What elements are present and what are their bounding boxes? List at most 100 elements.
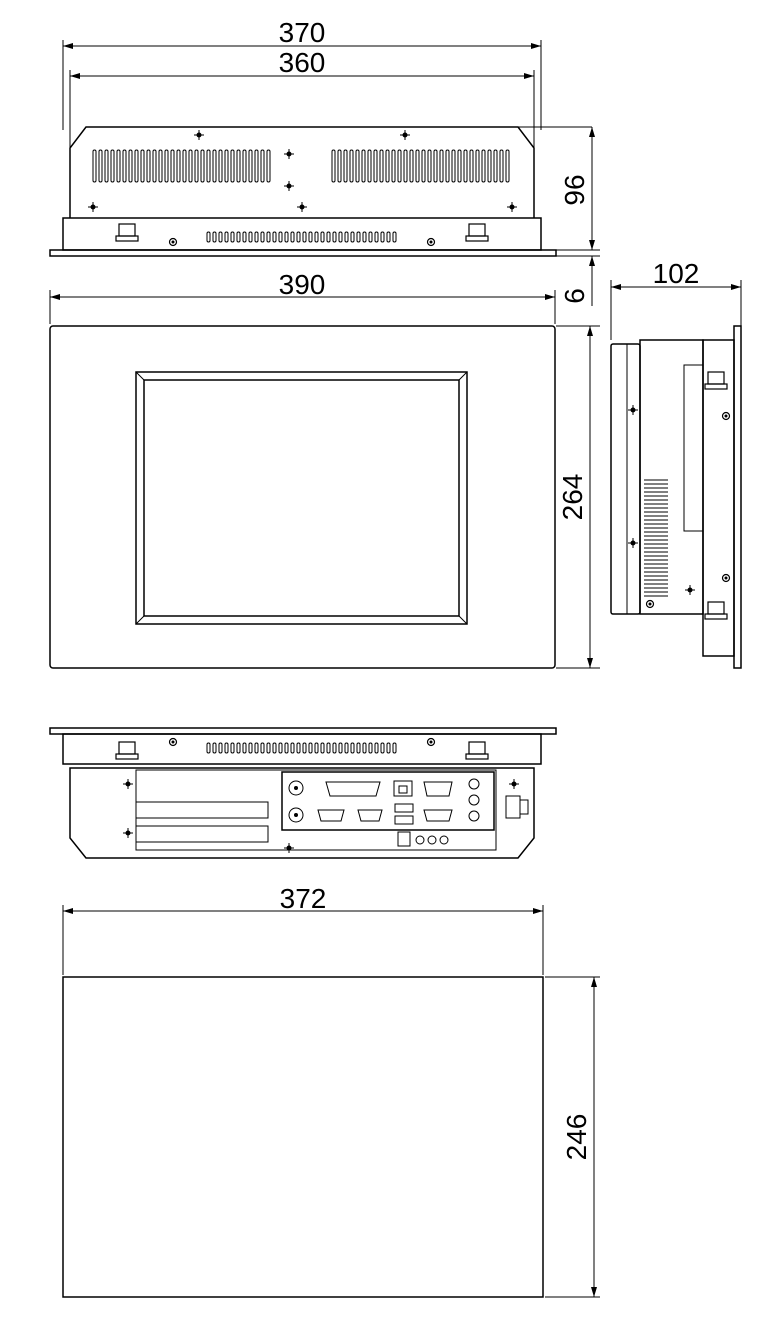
vent-slot <box>373 149 378 183</box>
side-view: 102 <box>610 258 742 669</box>
mounting-clamp-icon <box>465 741 489 760</box>
vent-slot <box>505 149 510 183</box>
fastener-icon <box>426 737 436 747</box>
vent-slot <box>433 149 438 183</box>
vent-slot <box>475 149 480 183</box>
bottom-view <box>49 727 557 859</box>
dim-102-label: 102 <box>653 258 700 289</box>
vent-slot <box>206 149 211 183</box>
vent-slot <box>266 231 271 243</box>
vent-slot <box>392 742 397 754</box>
screw-icon <box>296 201 308 213</box>
fastener-icon <box>168 737 178 747</box>
vent-slot <box>337 149 342 183</box>
dim-370-label: 370 <box>279 17 326 48</box>
vent-slot <box>218 149 223 183</box>
vent-slot <box>380 742 385 754</box>
rj45-port-icon <box>393 780 413 797</box>
vent-slot <box>427 149 432 183</box>
vent-slot <box>284 742 289 754</box>
vent-slot <box>356 231 361 243</box>
vent-slot <box>355 149 360 183</box>
dimension-246: 246 <box>545 976 600 1298</box>
vent-slot <box>338 231 343 243</box>
vent-slot <box>385 149 390 183</box>
vent-slot <box>296 742 301 754</box>
vent-slot <box>308 742 313 754</box>
vent-slot <box>379 149 384 183</box>
vent-slot <box>170 149 175 183</box>
vent-slot <box>188 149 193 183</box>
dimension-372: 372 <box>62 883 544 975</box>
vent-slot <box>224 742 229 754</box>
screw-icon <box>627 537 639 549</box>
vent-slot <box>134 149 139 183</box>
vent-slot <box>314 742 319 754</box>
vent-slot <box>368 231 373 243</box>
screw-icon <box>399 129 411 141</box>
vent-slot <box>302 231 307 243</box>
vent-slot <box>254 231 259 243</box>
vent-slot <box>314 231 319 243</box>
screw-icon <box>508 778 520 790</box>
vent-slot <box>409 149 414 183</box>
vent-slot <box>290 231 295 243</box>
vent-slot <box>272 742 277 754</box>
vent-slot <box>493 149 498 183</box>
vent-slot <box>140 149 145 183</box>
vent-slot <box>326 742 331 754</box>
vent-slot <box>242 231 247 243</box>
vent-slot <box>296 231 301 243</box>
vent-slot <box>182 149 187 183</box>
vent-slot <box>266 742 271 754</box>
vent-slots-left <box>92 149 271 183</box>
vent-slot <box>386 742 391 754</box>
dim-96-label: 96 <box>559 174 590 205</box>
vent-slot <box>386 231 391 243</box>
screw-icon <box>193 129 205 141</box>
vent-slot <box>92 149 97 183</box>
dimension-370: 370 <box>62 17 542 130</box>
vent-slot <box>367 149 372 183</box>
vent-slot <box>392 231 397 243</box>
fastener-icon <box>168 237 178 247</box>
vent-slot <box>176 149 181 183</box>
dimension-96: 96 <box>556 127 600 251</box>
dim-6-label: 6 <box>559 288 590 304</box>
vent-slot <box>248 149 253 183</box>
vent-slot <box>331 149 336 183</box>
vent-slot <box>254 149 259 183</box>
db-connector-icon <box>317 781 453 822</box>
vent-slot <box>260 149 265 183</box>
vent-slot <box>451 149 456 183</box>
audio-jack-icon <box>415 778 480 845</box>
vent-slot <box>284 231 289 243</box>
mounting-clamp-icon <box>465 223 489 242</box>
mounting-clamp-icon <box>704 601 728 620</box>
vent-slot <box>164 149 169 183</box>
screw-icon <box>283 180 295 192</box>
vent-slot <box>158 149 163 183</box>
dimension-102: 102 <box>610 258 742 340</box>
vent-slot <box>332 231 337 243</box>
vent-slot <box>242 149 247 183</box>
vent-slot <box>290 742 295 754</box>
vent-slot <box>308 231 313 243</box>
vent-slot <box>397 149 402 183</box>
ps2-port-icon <box>288 780 304 823</box>
vent-slot <box>212 231 217 243</box>
mounting-clamp-icon <box>115 223 139 242</box>
vent-slot <box>469 149 474 183</box>
vent-slot <box>146 149 151 183</box>
usb-port-icon <box>394 803 414 825</box>
vent-slot <box>344 231 349 243</box>
vent-slot <box>326 231 331 243</box>
vent-slot <box>152 149 157 183</box>
vent-slot <box>260 742 265 754</box>
top-view: 370 360 <box>49 17 600 306</box>
vent-slot <box>236 231 241 243</box>
vent-slots-rear <box>206 231 397 243</box>
vent-slot <box>356 742 361 754</box>
vent-slot <box>380 231 385 243</box>
dimension-360: 360 <box>69 47 535 150</box>
